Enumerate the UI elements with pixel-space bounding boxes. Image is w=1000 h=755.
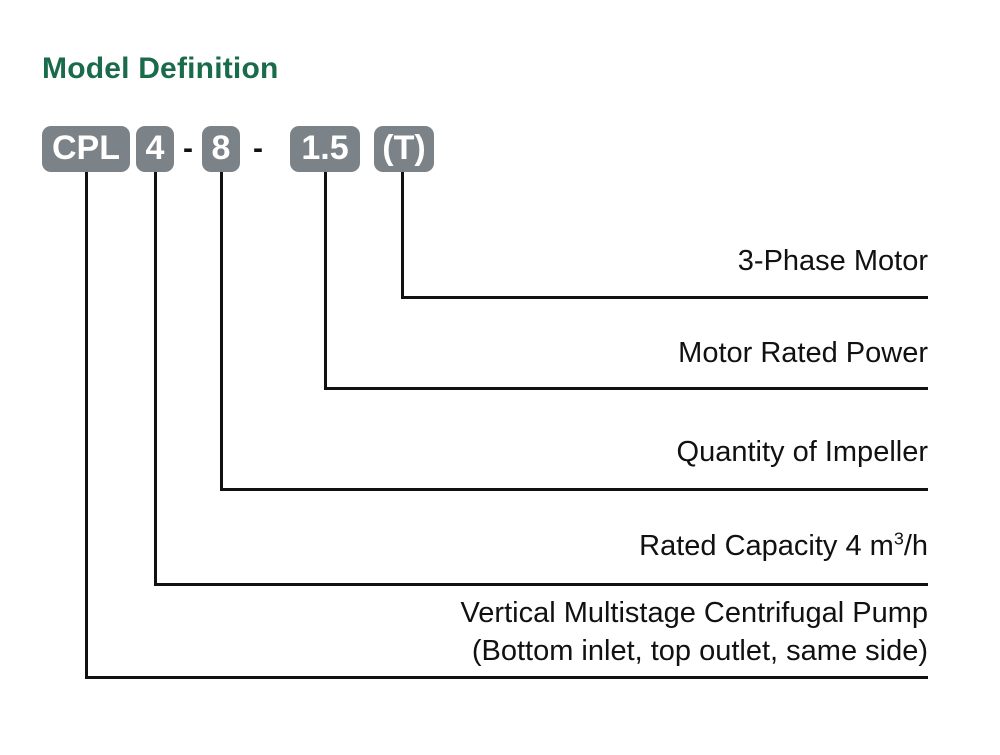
- code-box-cpl: CPL: [42, 126, 130, 172]
- capacity-suffix: /h: [903, 530, 928, 562]
- page-title: Model Definition: [42, 52, 279, 85]
- code-box-capacity: 4: [136, 126, 174, 172]
- callout-label-capacity: Rated Capacity 4 m3/h: [639, 528, 928, 562]
- leader-line-phase: [401, 172, 928, 299]
- code-box-stages: 8: [202, 126, 240, 172]
- callout-label-power: Motor Rated Power: [678, 337, 928, 369]
- code-separator-2: -: [253, 132, 263, 165]
- code-separator-1: -: [183, 132, 193, 165]
- code-box-phase: (T): [374, 126, 434, 172]
- callout-label-phase: 3-Phase Motor: [737, 245, 928, 277]
- capacity-text: Rated Capacity 4 m: [639, 530, 894, 562]
- capacity-exponent: 3: [893, 528, 904, 549]
- code-box-power: 1.5: [290, 126, 360, 172]
- pump-label-line1: Vertical Multistage Centrifugal Pump: [460, 597, 928, 629]
- callout-label-pump: Vertical Multistage Centrifugal Pump (Bo…: [461, 594, 928, 671]
- callout-label-impeller: Quantity of Impeller: [676, 436, 928, 468]
- pump-label-line2: (Bottom inlet, top outlet, same side): [471, 635, 928, 668]
- leader-line-capacity: [154, 172, 928, 586]
